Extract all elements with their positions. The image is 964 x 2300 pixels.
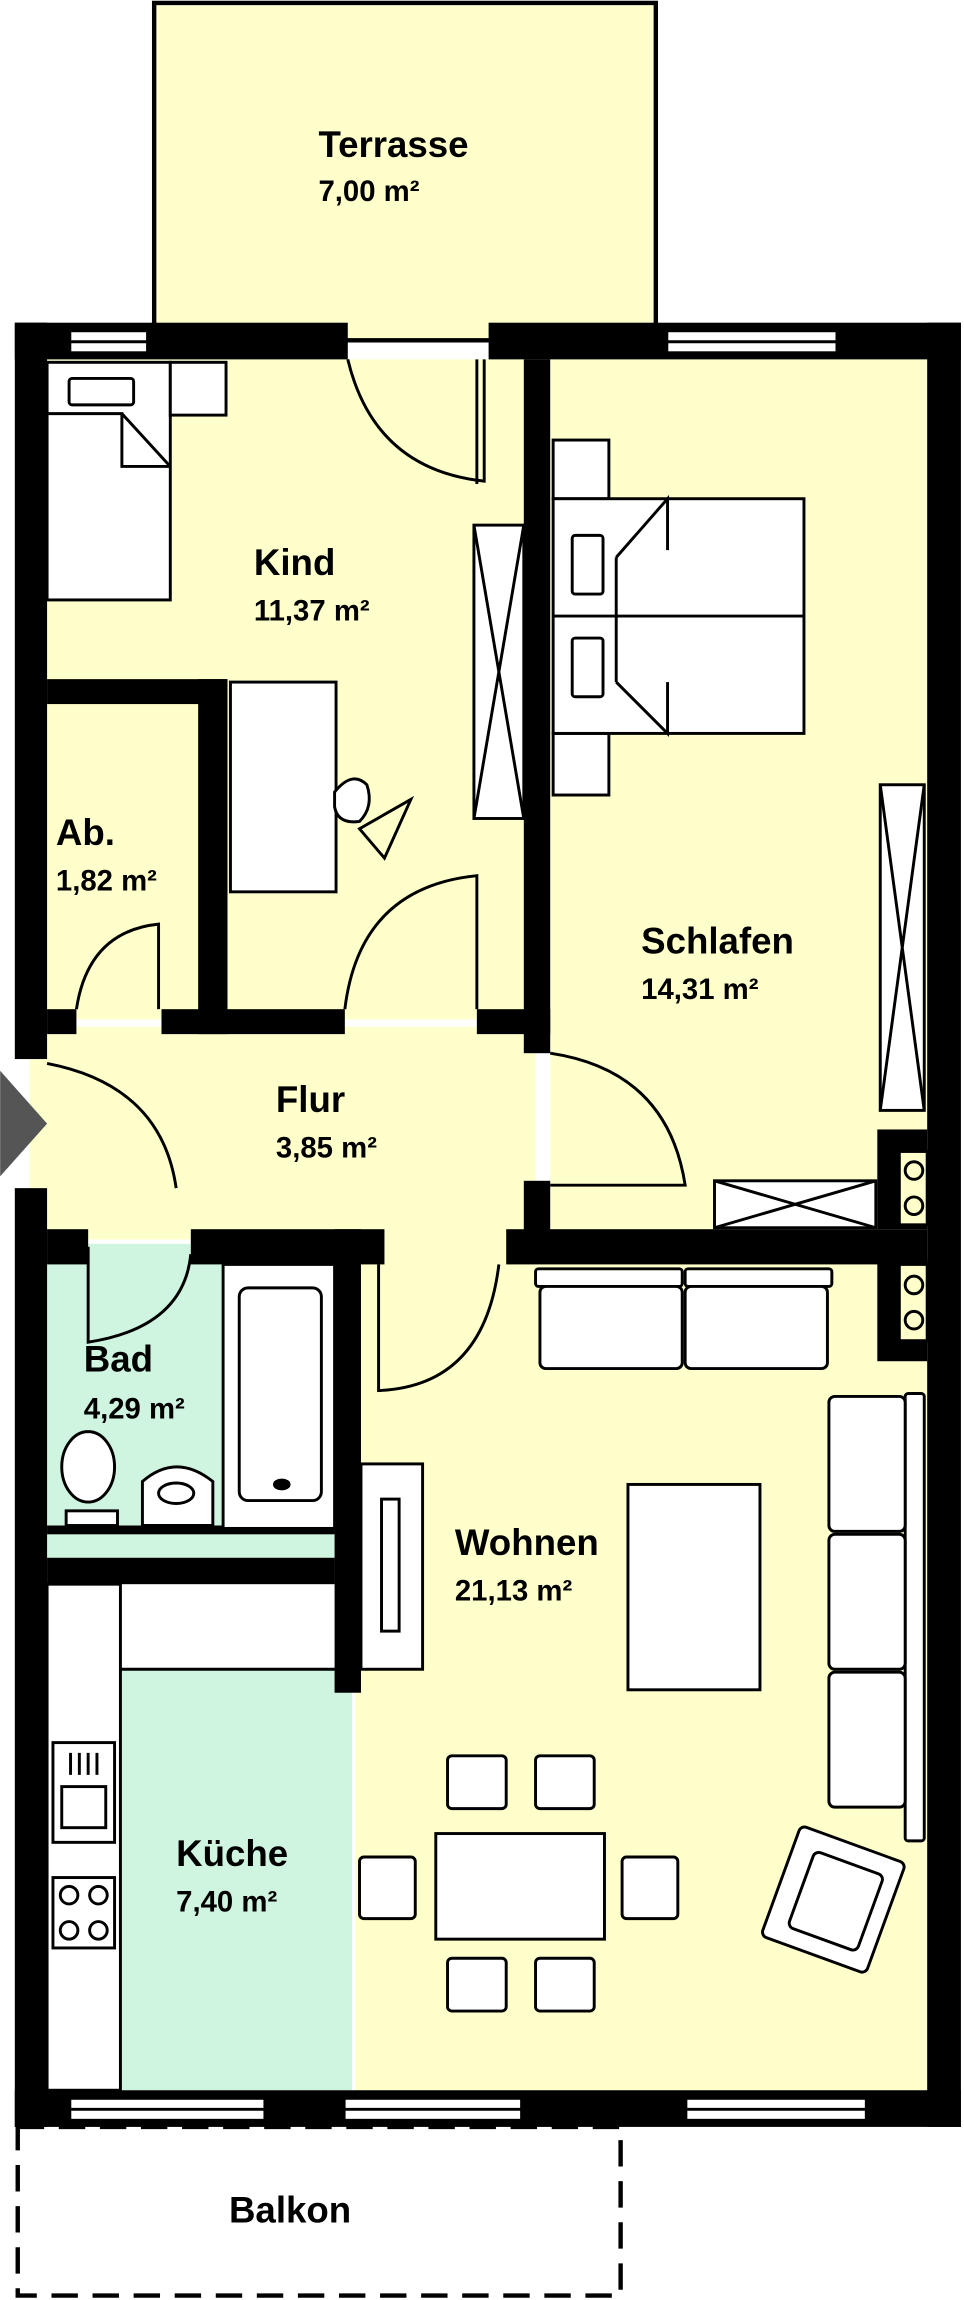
terrace-area: [151, 0, 659, 343]
room-area: 11,37 m²: [254, 594, 370, 627]
room-label-flur: Flur 3,85 m²: [276, 1079, 377, 1164]
kueche-furniture: [45, 1582, 353, 2092]
room-area: 7,00 m²: [318, 175, 419, 208]
room-label-balkon: Balkon: [229, 2189, 351, 2230]
room-label-bad: Bad 4,29 m²: [84, 1338, 185, 1425]
room-area: 4,29 m²: [84, 1392, 185, 1425]
room-label-schlafen: Schlafen 14,31 m²: [641, 920, 794, 1005]
bad-furniture: [60, 1262, 337, 1530]
wohnen-furniture: [358, 1267, 926, 2013]
room-area: 3,85 m²: [276, 1131, 377, 1164]
room-area: 14,31 m²: [641, 973, 759, 1006]
walls: [14, 322, 961, 2127]
room-name: Ab.: [56, 812, 115, 853]
kueche-room-floor: [120, 1669, 353, 2091]
room-label-terrasse: Terrasse 7,00 m²: [318, 124, 468, 208]
schlafen-furniture: [551, 438, 929, 1343]
room-name: Wohnen: [455, 1522, 599, 1563]
windows: [69, 330, 867, 2121]
room-label-wohnen: Wohnen 21,13 m²: [455, 1522, 599, 1607]
room-name: Küche: [176, 1833, 288, 1874]
room-area: 21,13 m²: [455, 1574, 573, 1607]
kind-furniture: [45, 360, 526, 894]
room-name: Terrasse: [318, 124, 468, 165]
room-name: Kind: [254, 542, 335, 583]
flur-floor: [29, 1026, 536, 1240]
room-name: Flur: [276, 1079, 345, 1120]
room-label-kueche: Küche 7,40 m²: [176, 1833, 288, 1918]
room-label-kind: Kind 11,37 m²: [254, 542, 370, 627]
balkon-outline: [15, 2124, 623, 2298]
room-area: 7,40 m²: [176, 1885, 277, 1918]
room-area: 1,82 m²: [56, 864, 157, 897]
room-name: Bad: [84, 1338, 153, 1379]
entrance-arrow-icon: [0, 1070, 48, 1177]
room-name: Schlafen: [641, 920, 794, 961]
doors: [46, 359, 687, 1393]
room-label-ab: Ab. 1,82 m²: [56, 812, 157, 897]
